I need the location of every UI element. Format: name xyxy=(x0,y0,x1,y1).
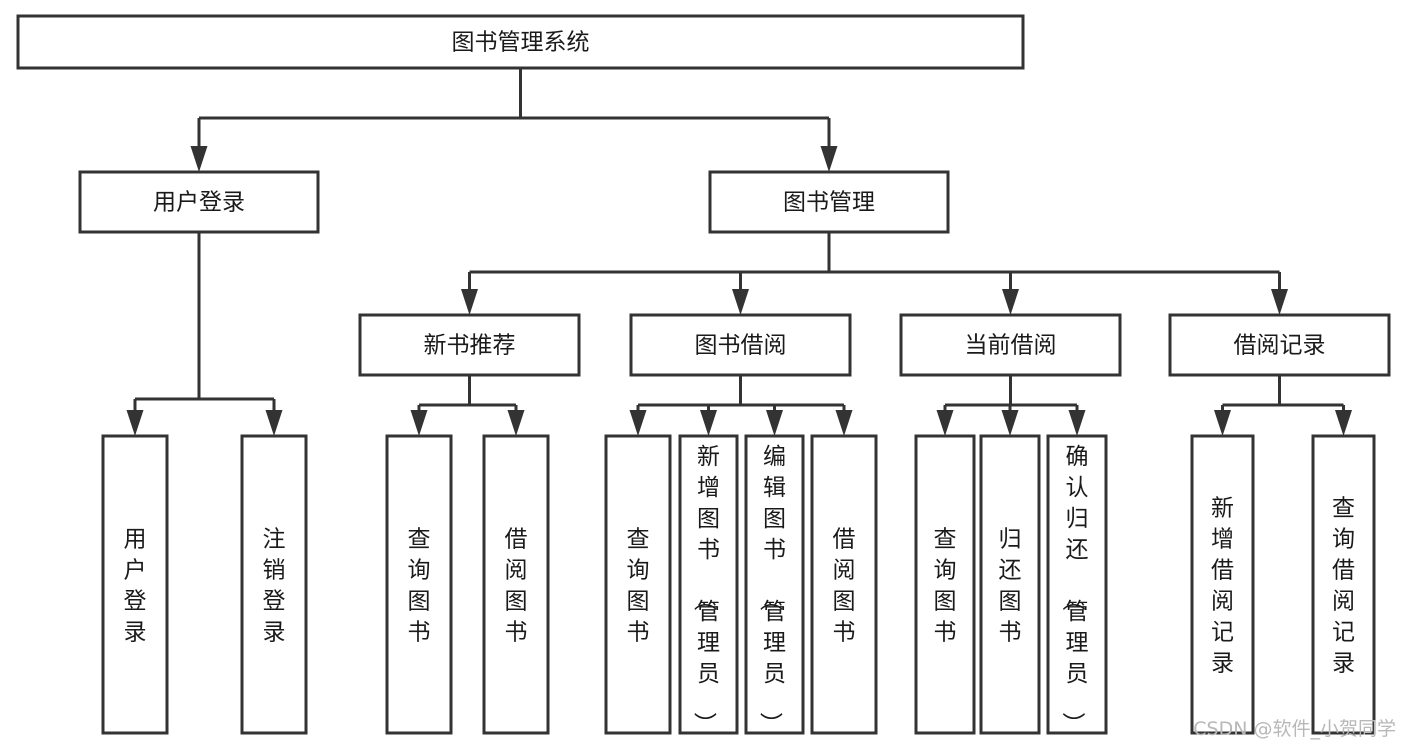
node-label-leaf-add-record: 新增借阅记录 xyxy=(1211,496,1234,677)
arrow-head-icon xyxy=(461,289,478,315)
node-leaf-add-book[interactable]: 新增图书（管理员） xyxy=(678,434,739,735)
arrow-head-icon xyxy=(732,289,749,315)
node-box-user-login[interactable] xyxy=(78,170,320,234)
connector-group-book-manage xyxy=(461,232,1288,315)
node-leaf-return-book[interactable]: 归还图书 xyxy=(979,434,1041,735)
arrow-head-icon xyxy=(766,410,783,436)
node-leaf-query-record[interactable]: 查询借阅记录 xyxy=(1311,434,1376,735)
connector-layer xyxy=(126,68,1352,436)
arrow-head-icon xyxy=(700,410,717,436)
arrow-head-icon xyxy=(936,410,954,436)
arrow-head-icon xyxy=(1271,289,1288,315)
csdn-watermark: CSDN @软件_小贺同学 xyxy=(1193,718,1396,740)
connector-group-borrow-record xyxy=(1214,375,1352,436)
node-label-leaf-add-book: 新增图书（管理员） xyxy=(691,444,720,735)
node-box-book-manage[interactable] xyxy=(708,170,950,234)
arrow-head-icon xyxy=(1335,410,1352,436)
node-leaf-add-record[interactable]: 新增借阅记录 xyxy=(1190,434,1255,735)
arrow-head-icon xyxy=(1068,410,1086,436)
node-box-borrow-record[interactable] xyxy=(1168,313,1391,377)
node-label-user-login: 用户登录 xyxy=(153,190,245,216)
node-label-leaf-borrow-book: 借阅图书 xyxy=(833,527,856,646)
connector-group-current-borrow xyxy=(936,375,1086,436)
arrow-head-icon xyxy=(410,410,428,436)
node-layer: 图书管理系统用户登录图书管理新书推荐图书借阅当前借阅借阅记录用户登录注销登录查询… xyxy=(16,14,1391,735)
arrow-head-icon xyxy=(820,146,838,172)
node-box-new-book-rec[interactable] xyxy=(358,313,581,377)
arrow-head-icon xyxy=(1214,410,1231,436)
node-label-book-borrow: 图书借阅 xyxy=(695,333,787,359)
node-leaf-borrow-book[interactable]: 借阅图书 xyxy=(810,434,878,735)
node-label-leaf-confirm-return: 确认归还（管理员） xyxy=(1060,444,1089,735)
node-label-borrow-record: 借阅记录 xyxy=(1234,333,1326,359)
node-box-root[interactable] xyxy=(16,14,1025,70)
node-book-manage[interactable]: 图书管理 xyxy=(708,170,950,234)
arrow-head-icon xyxy=(190,146,208,172)
arrow-head-icon xyxy=(507,410,525,436)
arrow-head-icon xyxy=(1002,289,1019,315)
node-label-leaf-query-book-borrow: 查询图书 xyxy=(627,527,650,646)
arrow-head-icon xyxy=(835,410,853,436)
node-leaf-edit-book[interactable]: 编辑图书（管理员） xyxy=(744,434,805,735)
node-leaf-confirm-return[interactable]: 确认归还（管理员） xyxy=(1046,434,1108,735)
node-box-leaf-add-record[interactable] xyxy=(1190,434,1255,735)
node-label-new-book-rec: 新书推荐 xyxy=(424,333,516,359)
node-leaf-user-login[interactable]: 用户登录 xyxy=(101,434,169,735)
node-label-current-borrow: 当前借阅 xyxy=(965,333,1057,359)
node-label-leaf-borrow-book-rec: 借阅图书 xyxy=(505,527,528,646)
node-box-leaf-edit-book[interactable] xyxy=(744,434,805,735)
arrow-head-icon xyxy=(126,410,144,436)
node-label-leaf-query-book-cur: 查询图书 xyxy=(934,527,957,646)
node-borrow-record[interactable]: 借阅记录 xyxy=(1168,313,1391,377)
node-label-leaf-query-book-rec: 查询图书 xyxy=(408,527,431,646)
node-leaf-borrow-book-rec[interactable]: 借阅图书 xyxy=(482,434,550,735)
node-label-book-manage: 图书管理 xyxy=(783,190,875,216)
connector-group-book-borrow xyxy=(629,375,853,436)
node-box-leaf-confirm-return[interactable] xyxy=(1046,434,1108,735)
node-box-leaf-query-book-borrow[interactable] xyxy=(604,434,672,735)
node-label-leaf-user-logout: 注销登录 xyxy=(263,527,286,646)
node-box-leaf-borrow-book[interactable] xyxy=(810,434,878,735)
node-current-borrow[interactable]: 当前借阅 xyxy=(899,313,1122,377)
node-box-leaf-query-book-rec[interactable] xyxy=(385,434,453,735)
node-label-leaf-edit-book: 编辑图书（管理员） xyxy=(757,444,786,735)
node-book-borrow[interactable]: 图书借阅 xyxy=(629,313,852,377)
node-box-leaf-query-record[interactable] xyxy=(1311,434,1376,735)
node-label-leaf-user-login: 用户登录 xyxy=(124,527,147,646)
node-box-leaf-query-book-cur[interactable] xyxy=(914,434,976,735)
node-box-leaf-user-login[interactable] xyxy=(101,434,169,735)
node-box-leaf-add-book[interactable] xyxy=(678,434,739,735)
node-box-leaf-user-logout[interactable] xyxy=(240,434,308,735)
node-user-login[interactable]: 用户登录 xyxy=(78,170,320,234)
node-label-root: 图书管理系统 xyxy=(452,30,590,56)
arrow-head-icon xyxy=(629,410,647,436)
node-new-book-rec[interactable]: 新书推荐 xyxy=(358,313,581,377)
connector-group-new-book-rec xyxy=(410,375,525,436)
arrow-head-icon xyxy=(1001,410,1019,436)
node-leaf-query-book-borrow[interactable]: 查询图书 xyxy=(604,434,672,735)
node-root[interactable]: 图书管理系统 xyxy=(16,14,1025,70)
node-box-book-borrow[interactable] xyxy=(629,313,852,377)
arrow-head-icon xyxy=(265,410,283,436)
node-leaf-user-logout[interactable]: 注销登录 xyxy=(240,434,308,735)
connector-group-root xyxy=(190,68,838,172)
node-box-current-borrow[interactable] xyxy=(899,313,1122,377)
node-leaf-query-book-cur[interactable]: 查询图书 xyxy=(914,434,976,735)
node-label-leaf-return-book: 归还图书 xyxy=(999,527,1022,646)
node-box-leaf-borrow-book-rec[interactable] xyxy=(482,434,550,735)
node-label-leaf-query-record: 查询借阅记录 xyxy=(1332,496,1355,677)
node-leaf-query-book-rec[interactable]: 查询图书 xyxy=(385,434,453,735)
node-box-leaf-return-book[interactable] xyxy=(979,434,1041,735)
connector-group-user-login xyxy=(126,232,283,436)
